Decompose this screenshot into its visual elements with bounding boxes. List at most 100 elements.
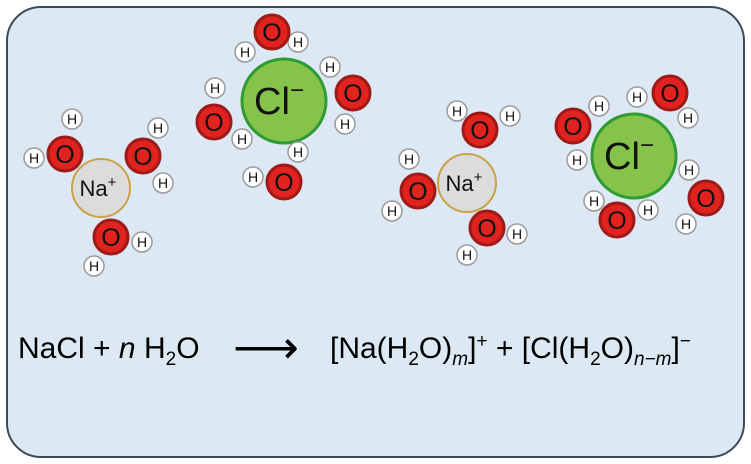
- oxygen-atom-circle: [651, 74, 689, 112]
- hydrogen-atom-circle: [499, 105, 521, 127]
- hydrogen-atom-circle: [319, 56, 341, 78]
- hydrogen-atom-circle: [456, 244, 478, 266]
- hydrogen-atom: H: [147, 117, 169, 139]
- chloride-ion-2: Cl−: [590, 112, 678, 200]
- water-subscript: 2: [165, 349, 177, 370]
- water-molecule: HHO: [83, 218, 153, 277]
- oxygen-atom-label: O: [408, 178, 427, 206]
- hydrated-cation-mid: O): [418, 332, 453, 365]
- hydrogen-atom-circle: [675, 213, 697, 235]
- oxygen-atom-label: O: [607, 207, 626, 235]
- water-o: O: [176, 332, 200, 365]
- oxygen-atom-circle: [554, 107, 592, 145]
- hydrated-anion-mid: O): [600, 332, 634, 365]
- hydrogen-atom-label: H: [325, 59, 335, 75]
- ion-charge: −: [640, 132, 654, 159]
- water-molecule: HHO: [195, 77, 253, 150]
- hydrogen-atom: H: [287, 141, 309, 163]
- chloride-ion-circle: [590, 112, 678, 200]
- oxygen-atom-circle: [46, 135, 84, 173]
- hydrogen-atom-circle: [637, 199, 659, 221]
- hydrogen-atom-circle: [242, 166, 264, 188]
- water-count-n: n: [118, 332, 136, 365]
- hydrogen-atom-label: H: [594, 98, 604, 114]
- reaction-arrow: ⟶: [233, 321, 299, 373]
- hydrogen-atom: H: [588, 95, 610, 117]
- hydrogen-atom-label: H: [153, 120, 163, 136]
- oxygen-atom-circle: [124, 137, 162, 175]
- hydrogen-atom: H: [506, 223, 528, 245]
- hydrogen-atom-circle: [204, 77, 226, 99]
- hydrogen-atom-label: H: [632, 89, 642, 105]
- hydrogen-atom-label: H: [404, 151, 414, 167]
- hydrogen-atom: H: [334, 113, 356, 135]
- hydrated-anion-charge: −: [679, 331, 691, 352]
- hydrogen-atom-circle: [287, 141, 309, 163]
- hydrogen-atom-label: H: [89, 258, 99, 274]
- hydrogen-atom: H: [319, 56, 341, 78]
- hydrogen-atom-label: H: [293, 144, 303, 160]
- hydrogen-atom-label: H: [340, 116, 350, 132]
- oxygen-atom: O: [265, 163, 303, 201]
- oxygen-atom-label: O: [274, 169, 293, 197]
- oxygen-atom-circle: [253, 13, 291, 51]
- hydrogen-atom: H: [626, 86, 648, 108]
- hydrogen-atom-label: H: [240, 44, 250, 60]
- hydrogen-atom: H: [242, 166, 264, 188]
- ion-layer: Na+Cl−Na+Cl−: [71, 57, 678, 218]
- ion-charge: −: [290, 77, 304, 104]
- hydrogen-atom-circle: [626, 86, 648, 108]
- hydrogen-atom: H: [398, 148, 420, 170]
- hydrogen-atom-circle: [287, 31, 309, 53]
- hydrogen-atom: H: [456, 244, 478, 266]
- equation-products: [Na(H2O)m]+ + [Cl(H2O)n−m]−: [330, 331, 691, 369]
- hydrated-cation-charge: +: [476, 331, 488, 352]
- water-molecule: HHO: [319, 56, 372, 135]
- hydrogen-atom: H: [381, 200, 403, 222]
- oxygen-atom-circle: [92, 218, 130, 256]
- oxygen-atom-label: O: [55, 141, 74, 169]
- hydrogen-atom: H: [23, 147, 45, 169]
- hydrogen-atom-circle: [566, 149, 588, 171]
- oxygen-atom-circle: [334, 74, 372, 112]
- hydrogen-atom-circle: [23, 147, 45, 169]
- hydrogen-atom-label: H: [589, 193, 599, 209]
- ion-charge: +: [108, 174, 117, 191]
- chloride-ion-label: Cl−: [604, 132, 654, 178]
- hydrogen-atom-circle: [83, 255, 105, 277]
- chloride-ion-label: Cl−: [254, 77, 304, 123]
- oxygen-atom: O: [195, 103, 233, 141]
- oxygen-atom-label: O: [660, 80, 679, 108]
- hydrated-anion-subscript-nm: n−m: [633, 349, 672, 370]
- water-molecule: HHO: [554, 95, 610, 171]
- oxygen-atom-circle: [399, 172, 437, 210]
- oxygen-atom: O: [253, 13, 291, 51]
- hydrogen-atom: H: [131, 231, 153, 253]
- hydrated-cation-close: ]: [468, 332, 477, 365]
- hydrogen-atom-label: H: [462, 247, 472, 263]
- oxygen-atom: O: [46, 135, 84, 173]
- hydrogen-atom: H: [83, 255, 105, 277]
- oxygen-atom-label: O: [696, 185, 715, 213]
- oxygen-atom: O: [554, 107, 592, 145]
- oxygen-atom-label: O: [204, 109, 223, 137]
- water-molecule: H HO: [456, 209, 528, 266]
- hydrogen-atom-circle: [231, 128, 253, 150]
- hydrogen-atom-circle: [677, 107, 699, 129]
- hydrogen-atom: H: [234, 41, 256, 63]
- water-molecule: HHO: [124, 117, 174, 194]
- hydrogen-atom-label: H: [248, 169, 258, 185]
- oxygen-atom-circle: [265, 163, 303, 201]
- hydrogen-atom-label: H: [237, 131, 247, 147]
- equation-reactants: NaCl + n H2O: [18, 332, 200, 369]
- oxygen-atom-circle: [195, 103, 233, 141]
- hydrogen-atom-label: H: [293, 34, 303, 50]
- hydrogen-atom: H: [287, 31, 309, 53]
- hydrogen-atom-label: H: [683, 110, 693, 126]
- oxygen-atom: O: [468, 209, 506, 247]
- oxygen-atom: O: [651, 74, 689, 112]
- sodium-ion-circle: [437, 153, 497, 213]
- chloride-ion-1: Cl−: [240, 57, 328, 145]
